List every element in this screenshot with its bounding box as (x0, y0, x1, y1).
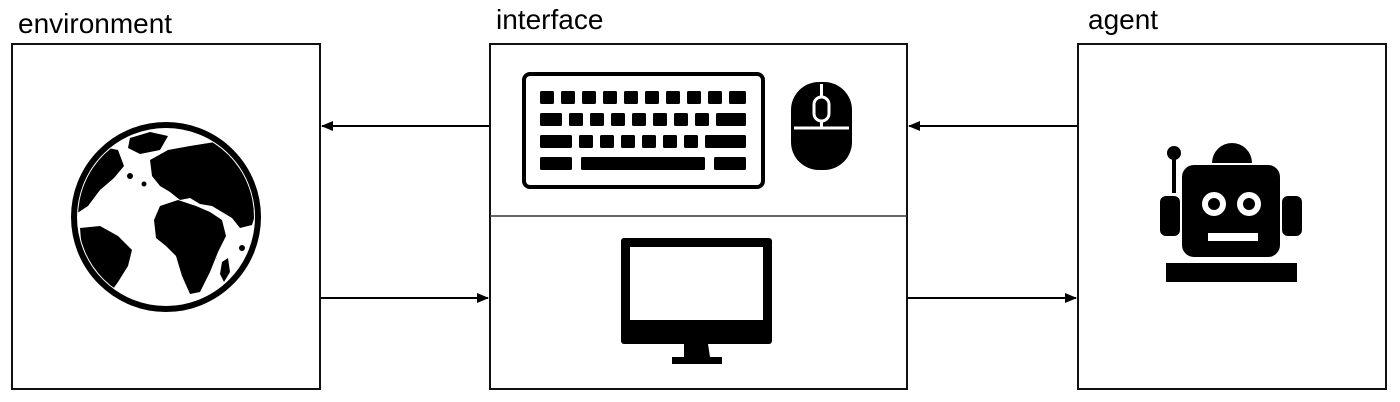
environment-box (11, 43, 321, 390)
robot-icon (1160, 143, 1302, 282)
globe-icon (71, 122, 261, 312)
mouse-icon (791, 82, 852, 170)
agent-label: agent (1088, 4, 1159, 35)
environment-label: environment (18, 8, 173, 39)
keyboard-icon (522, 72, 765, 189)
interface-label: interface (496, 4, 604, 35)
monitor-icon (621, 238, 772, 364)
